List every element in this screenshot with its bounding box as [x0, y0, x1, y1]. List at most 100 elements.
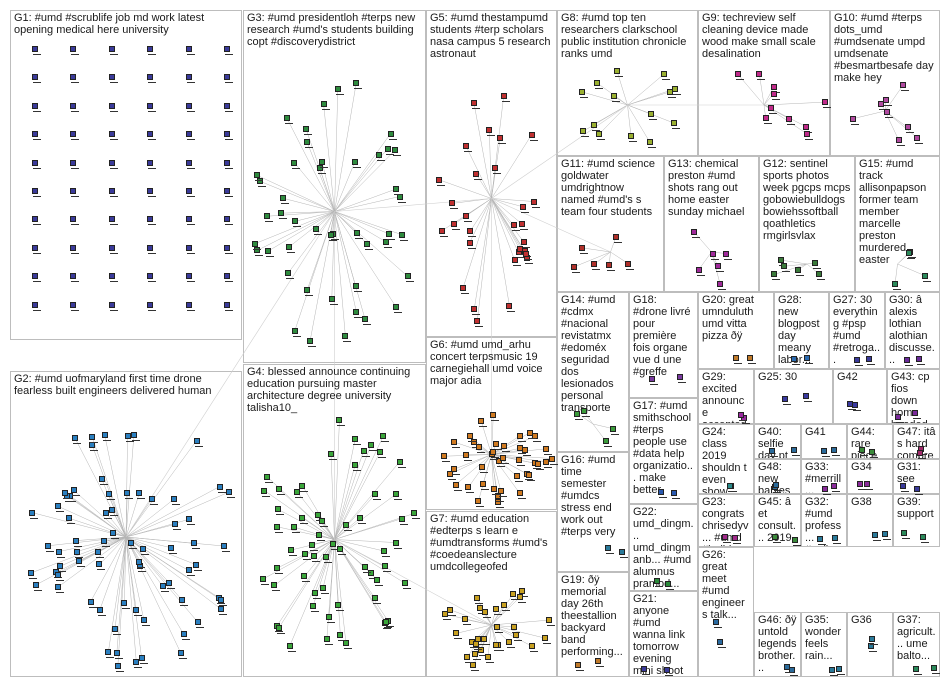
node[interactable] [727, 483, 736, 492]
group-g34[interactable]: G34 [847, 459, 893, 494]
node[interactable] [70, 46, 79, 55]
node[interactable] [463, 143, 472, 152]
node[interactable] [671, 490, 680, 499]
node[interactable] [467, 433, 476, 442]
node[interactable] [179, 597, 188, 606]
node[interactable] [850, 116, 859, 125]
node[interactable] [869, 636, 878, 645]
node[interactable] [32, 46, 41, 55]
node[interactable] [529, 132, 538, 141]
node[interactable] [817, 536, 826, 545]
node[interactable] [605, 545, 614, 554]
node[interactable] [463, 213, 472, 222]
node[interactable] [304, 287, 313, 296]
node[interactable] [186, 131, 195, 140]
node[interactable] [70, 103, 79, 112]
node[interactable] [335, 86, 344, 95]
node[interactable] [510, 591, 519, 600]
node[interactable] [302, 551, 311, 560]
node[interactable] [362, 316, 371, 325]
node[interactable] [526, 472, 535, 481]
node[interactable] [376, 152, 385, 161]
node[interactable] [914, 486, 923, 495]
node[interactable] [109, 302, 118, 311]
node[interactable] [280, 195, 289, 204]
group-g40[interactable]: G40: selfie day pt 2 college... [754, 424, 801, 459]
node[interactable] [521, 239, 530, 248]
node[interactable] [186, 245, 195, 254]
node[interactable] [804, 131, 813, 140]
node[interactable] [71, 487, 80, 496]
node[interactable] [821, 448, 830, 457]
node[interactable] [722, 534, 731, 543]
node[interactable] [451, 221, 460, 230]
node[interactable] [186, 46, 195, 55]
node[interactable] [109, 103, 118, 112]
node[interactable] [56, 549, 65, 558]
node[interactable] [195, 619, 204, 628]
node[interactable] [147, 245, 156, 254]
node[interactable] [913, 666, 922, 675]
node[interactable] [32, 302, 41, 311]
node[interactable] [594, 80, 603, 89]
node[interactable] [812, 260, 821, 269]
node[interactable] [513, 632, 522, 641]
node[interactable] [497, 135, 506, 144]
node[interactable] [286, 244, 295, 253]
node[interactable] [393, 540, 402, 549]
node[interactable] [610, 426, 619, 435]
node[interactable] [55, 503, 64, 512]
node[interactable] [224, 160, 233, 169]
node[interactable] [149, 496, 158, 505]
node[interactable] [512, 257, 521, 266]
group-g38[interactable]: G38 [847, 494, 893, 547]
node[interactable] [916, 356, 925, 365]
node[interactable] [291, 160, 300, 169]
node[interactable] [264, 474, 273, 483]
node[interactable] [70, 216, 79, 225]
node[interactable] [579, 89, 588, 98]
node[interactable] [97, 607, 106, 616]
node[interactable] [388, 131, 397, 140]
node[interactable] [490, 412, 499, 421]
group-g22[interactable]: G22: umd_dingm... umd_dingmanb... #umd a… [629, 504, 698, 591]
node[interactable] [516, 457, 525, 466]
node[interactable] [309, 542, 318, 551]
node[interactable] [405, 273, 414, 282]
node[interactable] [109, 46, 118, 55]
node[interactable] [70, 74, 79, 83]
group-g16[interactable]: G16: #umd time semester #umdcs stress en… [557, 452, 629, 572]
node[interactable] [523, 251, 532, 260]
node[interactable] [382, 563, 391, 572]
group-g39[interactable]: G39: support [893, 494, 940, 547]
node[interactable] [136, 490, 145, 499]
node[interactable] [884, 109, 893, 118]
node[interactable] [804, 355, 813, 364]
node[interactable] [139, 655, 148, 664]
node[interactable] [901, 530, 910, 539]
node[interactable] [191, 540, 200, 549]
node[interactable] [106, 491, 115, 500]
node[interactable] [906, 250, 915, 259]
node[interactable] [274, 524, 283, 533]
node[interactable] [101, 538, 110, 547]
node[interactable] [89, 434, 98, 443]
node[interactable] [70, 245, 79, 254]
node[interactable] [311, 553, 320, 562]
node[interactable] [224, 245, 233, 254]
node[interactable] [121, 600, 130, 609]
node[interactable] [147, 103, 156, 112]
node[interactable] [110, 530, 119, 539]
node[interactable] [328, 451, 337, 460]
node[interactable] [70, 131, 79, 140]
node[interactable] [147, 131, 156, 140]
node[interactable] [264, 213, 273, 222]
node[interactable] [549, 456, 558, 465]
node[interactable] [32, 160, 41, 169]
node[interactable] [847, 401, 856, 410]
node[interactable] [160, 583, 169, 592]
node[interactable] [493, 441, 502, 450]
node[interactable] [372, 491, 381, 500]
node[interactable] [317, 165, 326, 174]
node[interactable] [372, 595, 381, 604]
